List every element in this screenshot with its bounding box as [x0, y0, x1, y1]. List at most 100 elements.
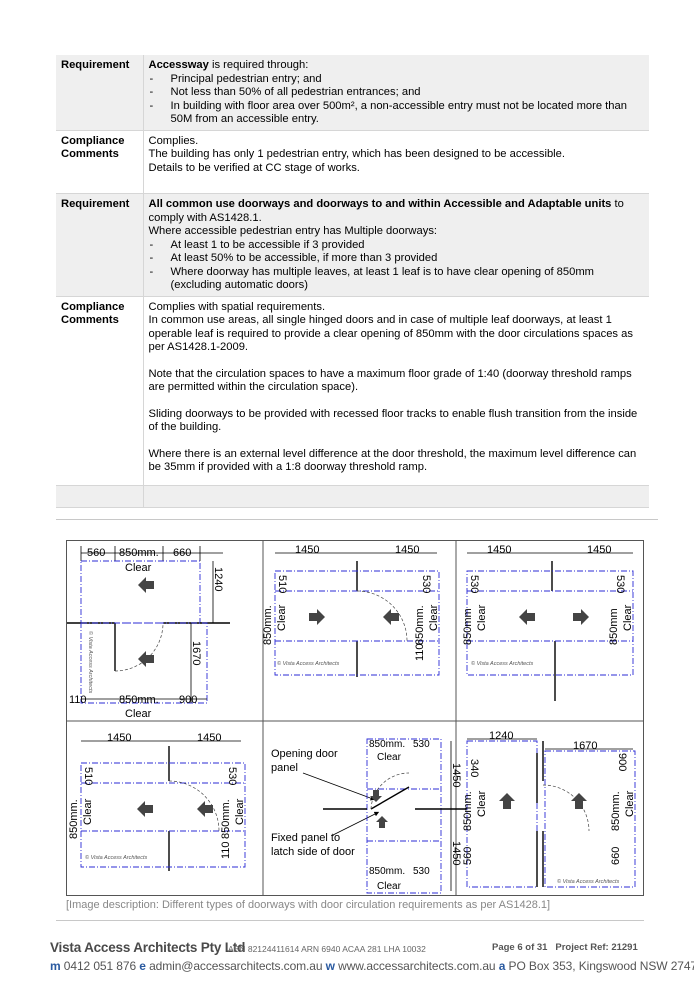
dim-label: 1450: [450, 763, 462, 787]
dim-label: 850mm.: [262, 605, 274, 645]
dim-label: 560: [462, 847, 474, 865]
website-link[interactable]: www.accessarchitects.com.au: [334, 959, 499, 973]
callout-label: Opening door: [271, 748, 338, 760]
diagram-hinged-door-side-2: 1450 1450 510 530 850mm. Clear 850mm. Cl…: [68, 732, 246, 871]
paragraph: Where there is an external level differe…: [148, 447, 637, 474]
project-ref: Project Ref: 21291: [555, 942, 638, 953]
bullet-list: Principal pedestrian entry; and Not less…: [149, 73, 644, 127]
direction-arrow-icon: [137, 801, 153, 817]
list-item: Not less than 50% of all pedestrian entr…: [149, 86, 644, 100]
lead-rest: to comply with AS1428.1.: [148, 198, 624, 224]
contact-key: m: [50, 959, 61, 973]
dim-label: 850mm: [608, 608, 620, 645]
direction-arrow-icon: [376, 816, 388, 828]
list-item: Principal pedestrian entry; and: [149, 73, 644, 87]
direction-arrow-icon: [309, 609, 325, 625]
text-line: Where accessible pedestrian entry has Mu…: [148, 225, 438, 237]
dim-label: 850mm.: [68, 799, 80, 839]
clear-label: Clear: [476, 604, 488, 631]
lead-rest: is required through:: [208, 59, 309, 71]
text-line: Complies with spatial requirements.: [148, 300, 326, 313]
clear-label: Clear: [125, 562, 152, 574]
clear-label: Clear: [428, 604, 440, 631]
row-content: All common use doorways and doorways to …: [143, 193, 649, 297]
phone: 0412 051 876: [60, 959, 140, 973]
dim-label: 850mm: [462, 608, 474, 645]
callout-label: panel: [271, 762, 298, 774]
dim-label: 1450: [295, 544, 319, 556]
contact-key: e: [139, 959, 146, 973]
row-label: Requirement: [56, 55, 144, 131]
dim-label: 850mm.: [369, 866, 405, 877]
dim-label: 1450: [450, 841, 462, 865]
doorway-diagrams-figure: .dim { stroke:#000; stroke-width:0.8; fi…: [66, 540, 644, 896]
label-line: Compliance: [61, 134, 125, 147]
dim-label: 850mm.: [610, 791, 622, 831]
dim-label: 660: [173, 547, 191, 559]
label-line: Comments: [61, 314, 119, 326]
bold-lead: Accessway: [148, 59, 209, 71]
table-row: Requirement Accessway is required throug…: [56, 55, 649, 131]
diagram-sliding-door: 1450 1450 530 530 850mm Clear 850mm Clea…: [462, 544, 634, 701]
doorway-diagrams: .dim { stroke:#000; stroke-width:0.8; fi…: [67, 541, 643, 895]
direction-arrow-icon: [370, 790, 382, 802]
dim-label: 110: [69, 694, 87, 706]
table-row-empty: [56, 485, 649, 508]
dim-label: 340: [468, 759, 480, 777]
dim-label: 1450: [487, 544, 511, 556]
page-number: Page 6 of 31: [492, 942, 548, 953]
divider: [56, 519, 658, 520]
clear-label: Clear: [82, 798, 94, 825]
direction-arrow-icon: [519, 609, 535, 625]
diagram-hinged-door-side: 1450 1450 510 530 850mm. Clear 850mm. Cl…: [262, 544, 440, 677]
dim-label: 1670: [190, 641, 202, 665]
text-line: Details to be verified at CC stage of wo…: [148, 161, 360, 174]
watermark: © Vista Access Architects: [471, 660, 533, 667]
dim-label: 510: [276, 575, 288, 593]
dim-label: 850mm.: [119, 694, 159, 706]
dim-label: 850mm.: [462, 791, 474, 831]
dim-label: 530: [413, 866, 430, 877]
dim-label: 530: [226, 767, 238, 785]
dim-label: 1450: [197, 732, 221, 744]
list-item: At least 1 to be accessible if 3 provide…: [149, 239, 644, 253]
clear-label: Clear: [377, 752, 402, 763]
dim-label: 530: [614, 575, 626, 593]
contact-line: m 0412 051 876 e admin@accessarchitects.…: [50, 959, 694, 973]
table-row: Requirement All common use doorways and …: [56, 193, 649, 297]
dim-label: 1450: [107, 732, 131, 744]
list-item: In building with floor area over 500m², …: [149, 100, 644, 127]
contact-key: w: [325, 959, 335, 973]
divider: [56, 920, 644, 921]
label-line: Comments: [61, 148, 119, 160]
paragraph: Note that the circulation spaces to have…: [148, 367, 632, 394]
watermark: © Vista Access Architects: [277, 660, 339, 667]
dim-label: 900: [616, 753, 628, 771]
dim-label: 1670: [573, 740, 597, 752]
direction-arrow-icon: [499, 793, 515, 809]
page-footer: Vista Access Architects Pty Ltd ABN 8212…: [50, 935, 694, 975]
address: PO Box 353, Kingswood NSW 2747: [505, 959, 694, 973]
dim-label: 1450: [587, 544, 611, 556]
direction-arrow-icon: [138, 651, 154, 667]
paragraph: In common use areas, all single hinged d…: [148, 314, 633, 353]
dim-label: 850mm.: [369, 739, 405, 750]
diagram-offset-doors: 1240 1670 340 900 850mm. Clear 850mm. Cl…: [462, 730, 636, 888]
clear-label: Clear: [234, 798, 246, 825]
paragraph: Sliding doorways to be provided with rec…: [148, 407, 638, 434]
email-link[interactable]: admin@accessarchitects.com.au: [145, 959, 326, 973]
clear-label: Clear: [276, 604, 288, 631]
clear-label: Clear: [377, 881, 402, 892]
dim-label: 530: [420, 575, 432, 593]
label-line: Compliance: [61, 300, 125, 313]
dim-label: 1450: [395, 544, 419, 556]
dim-label: 850mm.: [414, 605, 426, 645]
company-name: Vista Access Architects Pty Ltd: [50, 940, 246, 955]
watermark: © Vista Access Architects: [87, 631, 94, 693]
dim-label: 530: [413, 739, 430, 750]
watermark: © Vista Access Architects: [557, 878, 619, 885]
direction-arrow-icon: [571, 793, 587, 809]
